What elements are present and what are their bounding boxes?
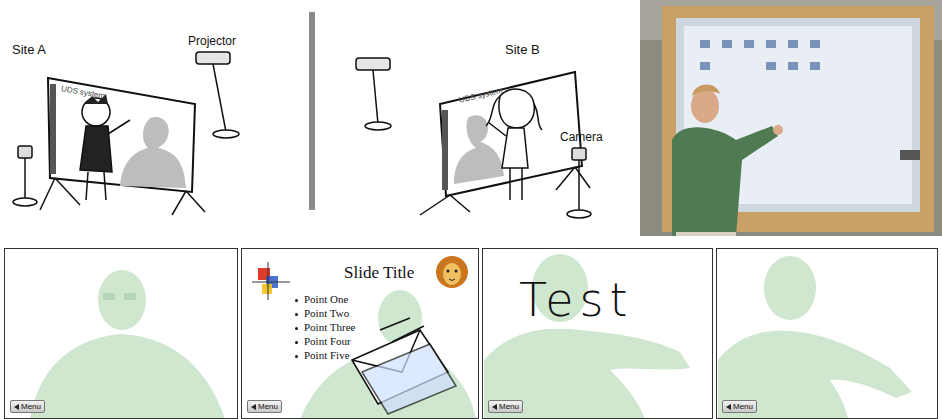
site-b-scene [356,58,591,218]
menu-label: Menu [733,402,753,411]
bullet-point: Point Five [304,349,350,361]
slide-panel: Menu [4,248,238,419]
site-a-scene [13,52,239,215]
user-silhouettes [30,254,912,419]
bullet-point: Point Four [304,335,351,347]
bullet-dot [295,355,298,358]
photo [640,0,942,236]
menu-arrow [726,404,731,410]
slide-panel: Slide TitlePoint OnePoint TwoPoint Three… [241,248,479,419]
menu-button: Menu [247,400,282,413]
device-label: Camera [560,130,603,144]
slide-title: Slide Title [344,263,414,283]
menu-label: Menu [499,402,519,411]
bullet-dot [295,341,298,344]
menu-label: Menu [258,402,278,411]
menu-label: Menu [21,402,41,411]
menu-button: Menu [10,400,45,413]
site-divider [309,12,315,210]
menu-arrow [14,404,19,410]
menu-button: Menu [722,400,757,413]
bullet-point: Point One [304,293,348,305]
device-label: Projector [188,34,236,48]
bullet-dot [295,299,298,302]
bullet-point: Point Two [304,307,349,319]
bullet-dot [295,327,298,330]
slide-panel: TestMenu [482,248,713,419]
menu-button: Menu [488,400,523,413]
bullet-dot [295,313,298,316]
site-label: Site B [505,42,540,57]
bullet-point: Point Three [304,321,355,333]
handwritten-text: Test [519,273,634,327]
menu-arrow [492,404,497,410]
slide-panel: Menu [716,248,938,419]
slide-clipart [252,256,468,414]
menu-arrow [251,404,256,410]
site-label: Site A [12,42,46,57]
